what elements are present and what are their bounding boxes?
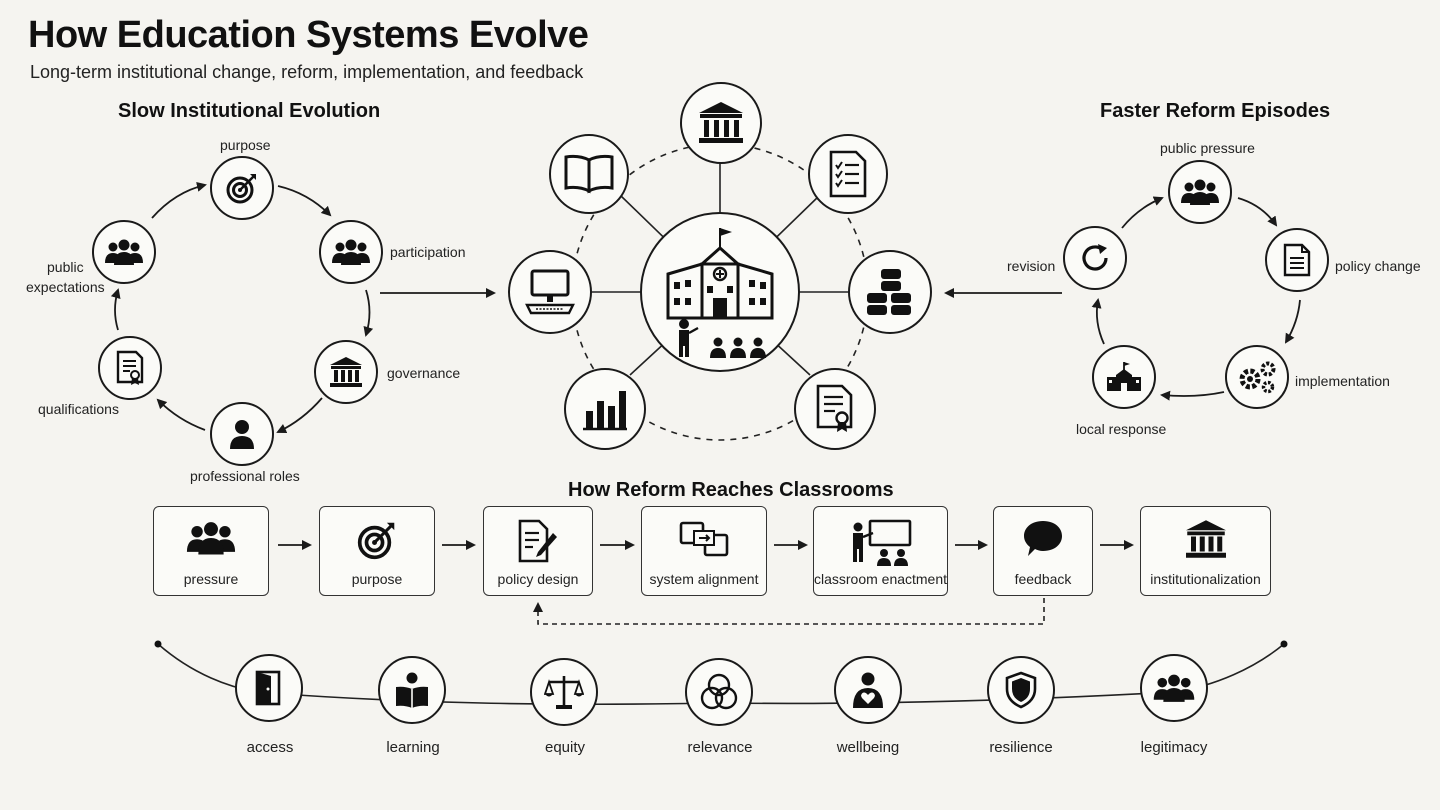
value-label-learning: learning [386,739,440,756]
slow-label-participation: participation [390,244,466,260]
people-group-icon [186,522,236,555]
value-label-legitimacy: legitimacy [1140,739,1208,756]
database-icon [867,269,911,315]
value-label-relevance: relevance [687,739,753,756]
value-label-resilience: resilience [989,739,1053,756]
pipeline-step-label: purpose [351,571,403,587]
institution-icon [330,357,362,387]
fast-label-public-pressure: public pressure [1160,140,1255,156]
institution-icon [699,102,743,143]
person-heart-icon [853,672,883,708]
person-icon [230,420,254,449]
hub-node-checklist [808,134,888,214]
school-building-icon [666,228,774,358]
fast-node-implementation [1225,345,1289,409]
pipeline-step-system-alignment: system alignment [641,506,767,596]
value-node-equity [530,658,598,726]
page-title: How Education Systems Evolve [28,14,589,56]
slow-node-purpose [210,156,274,220]
slow-label-qualifications: qualifications [38,401,119,417]
pipeline-step-label: institutionalization [1150,571,1261,587]
fast-label-revision: revision [1007,258,1056,274]
hub-node-institution [680,82,762,164]
shield-icon [1005,671,1037,709]
pipeline-step-label: policy design [497,571,579,587]
slow-label-professional-roles: professional roles [190,468,300,484]
value-node-resilience [987,656,1055,724]
value-label-wellbeing: wellbeing [836,739,900,756]
people-group-icon [1181,179,1219,205]
fast-node-public-pressure [1168,160,1232,224]
document-icon [1283,243,1311,277]
pipeline-step-feedback: feedback [993,506,1093,596]
fast-label-local-response: local response [1076,421,1167,437]
pipeline-step-label: pressure [183,571,239,587]
slow-label-public-expectations: public expectations [26,259,105,296]
fast-node-revision [1063,226,1127,290]
checklist-icon [829,150,867,198]
fast-node-policy-change [1265,228,1329,292]
value-node-legitimacy [1140,654,1208,722]
scales-icon [544,676,584,709]
slow-node-qualifications [98,336,162,400]
hub-node-bar-chart [564,368,646,450]
pipeline-step-purpose: purpose [319,506,435,596]
fast-label-implementation: implementation [1295,373,1390,389]
venn-diagram-icon [700,673,738,710]
target-icon [226,174,256,204]
pipeline-step-policy-design: policy design [483,506,593,596]
reader-icon [396,672,428,708]
pipeline-heading: How Reform Reaches Classrooms [568,479,894,501]
hub-node-database [848,250,932,334]
refresh-icon [1082,244,1108,271]
slow-label-governance: governance [387,365,461,381]
value-node-learning [378,656,446,724]
pipeline-step-classroom-enactment: classroom enactment [813,506,948,596]
classroom-icon [852,519,911,566]
alignment-icon [679,521,729,557]
pipeline-step-institutionalization: institutionalization [1140,506,1271,596]
fast-cycle-heading: Faster Reform Episodes [1100,100,1331,122]
fast-label-policy-change: policy change [1335,258,1421,274]
hub-node-book [549,134,629,214]
pipeline-step-label: classroom enactment [813,571,948,587]
slow-node-participation [319,220,383,284]
slow-node-public-expectations [92,220,156,284]
gears-icon [1239,361,1276,394]
people-group-icon [332,239,370,265]
school-icon [1107,362,1141,391]
door-icon [255,670,281,706]
certificate-icon [816,384,853,432]
computer-icon [525,269,575,315]
value-label-access: access [246,739,294,756]
target-icon [357,522,395,560]
hub-node-certificate [794,368,876,450]
pipeline-step-label: feedback [1014,571,1072,587]
people-group-icon [105,239,143,265]
slow-cycle-heading: Slow Institutional Evolution [118,100,381,122]
pipeline-step-label: system alignment [649,571,759,587]
slow-node-professional-roles [210,402,274,466]
book-icon [564,154,614,194]
policy-edit-icon [518,519,557,563]
value-node-relevance [685,658,753,726]
slow-node-governance [314,340,378,404]
value-node-access [235,654,303,722]
fast-node-local-response [1092,345,1156,409]
value-node-wellbeing [834,656,902,724]
hub-node-computer [508,250,592,334]
certificate-icon [116,350,144,385]
slow-label-purpose: purpose [220,137,271,153]
pipeline-step-pressure: pressure [153,506,269,596]
speech-bubble-icon [1024,521,1062,556]
people-group-icon [1153,674,1195,702]
bar-chart-icon [583,391,627,431]
institution-icon [1185,520,1226,558]
hub-center [640,212,800,372]
page-subtitle: Long-term institutional change, reform, … [30,62,584,82]
value-label-equity: equity [544,739,586,756]
